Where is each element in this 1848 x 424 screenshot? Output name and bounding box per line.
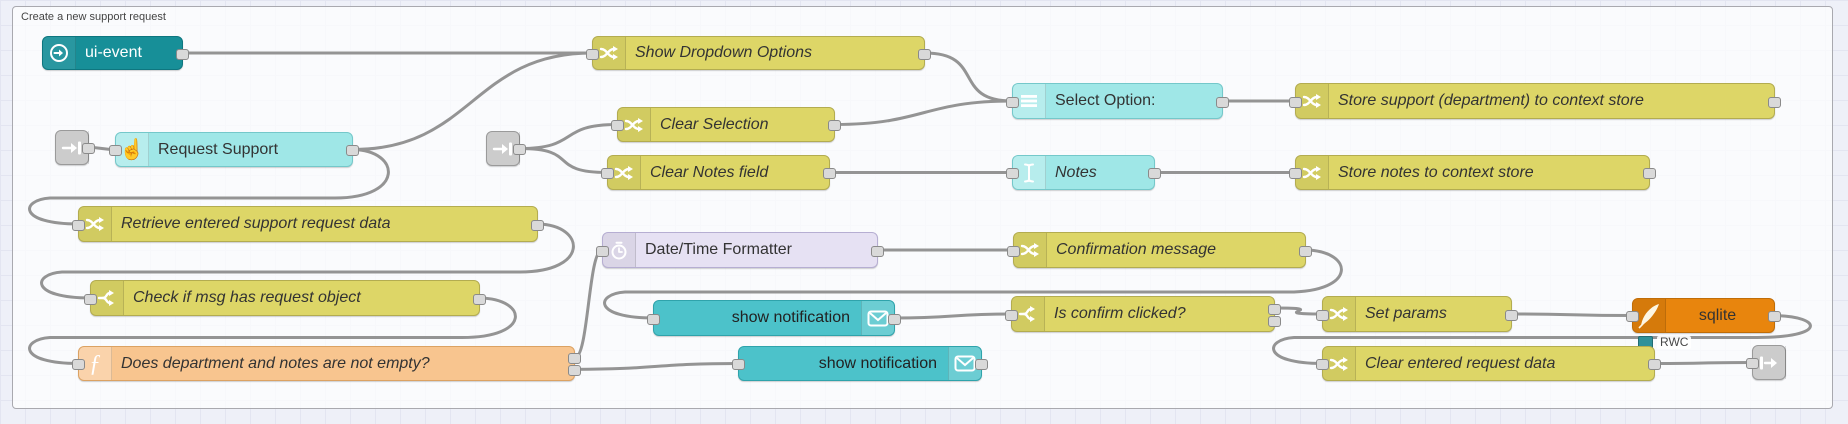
input-port[interactable] [647, 313, 660, 325]
output-port[interactable] [918, 48, 931, 60]
node-label-request-support: Request Support [158, 140, 279, 158]
output-port[interactable] [176, 48, 189, 60]
node-sqlite[interactable]: sqlite [1626, 298, 1781, 333]
node-label-select-option: Select Option: [1055, 92, 1156, 109]
status-text: RWC [1657, 336, 1692, 349]
node-clear-notes[interactable]: Clear Notes field [601, 155, 836, 190]
input-port[interactable] [586, 48, 599, 60]
output-port[interactable] [1268, 315, 1281, 327]
node-show-notif-2[interactable]: show notification [732, 346, 988, 381]
node-retrieve[interactable]: Retrieve entered support request data [72, 206, 544, 242]
node-link-in-a[interactable] [55, 130, 95, 165]
node-datetime[interactable]: Date/Time Formatter [596, 232, 884, 268]
node-confirmation[interactable]: Confirmation message [1007, 232, 1312, 268]
node-check-msg[interactable]: Check if msg has request object [84, 280, 486, 316]
node-clear-selection[interactable]: Clear Selection [611, 107, 841, 142]
input-port[interactable] [1626, 311, 1639, 322]
node-label-clear-entered: Clear entered request data [1365, 354, 1556, 372]
output-port[interactable] [975, 359, 988, 370]
node-show-dropdown[interactable]: Show Dropdown Options [586, 36, 931, 70]
input-port[interactable] [72, 219, 85, 231]
node-label-clear-selection: Clear Selection [660, 115, 769, 133]
output-port[interactable] [1299, 245, 1312, 257]
output-port[interactable] [823, 168, 836, 179]
node-label-clear-notes: Clear Notes field [650, 163, 769, 181]
input-port[interactable] [596, 245, 609, 257]
node-ui-event[interactable]: ui-event [42, 36, 189, 70]
output-port[interactable] [513, 144, 526, 155]
input-port[interactable] [601, 168, 614, 179]
input-port[interactable] [1289, 96, 1302, 108]
input-port[interactable] [732, 359, 745, 370]
node-label-show-dropdown: Show Dropdown Options [635, 44, 812, 61]
input-port[interactable] [1316, 359, 1329, 370]
node-clear-entered[interactable]: Clear entered request data [1316, 346, 1661, 381]
input-port[interactable] [84, 293, 97, 305]
output-port[interactable] [531, 219, 544, 231]
shuffle-icon [1296, 156, 1329, 189]
output-port[interactable] [568, 364, 581, 376]
link-out-icon [1753, 346, 1786, 379]
input-port[interactable] [611, 120, 624, 131]
node-notes[interactable]: Notes [1006, 155, 1161, 190]
output-port[interactable] [346, 145, 359, 156]
input-port[interactable] [1316, 309, 1329, 321]
node-label-store-support: Store support (department) to context st… [1338, 92, 1644, 109]
node-label-function: Does department and notes are not empty? [121, 354, 430, 372]
ibeam-icon [1013, 156, 1046, 189]
shuffle-icon [608, 156, 641, 189]
node-request-support[interactable]: ☝Request Support [109, 132, 359, 167]
node-label-set-params: Set params [1365, 305, 1447, 322]
node-label-ui-event: ui-event [85, 44, 142, 61]
input-port[interactable] [72, 359, 85, 370]
arrow-circle-icon [43, 37, 76, 69]
node-select-option[interactable]: Select Option: [1006, 83, 1229, 119]
input-port[interactable] [109, 145, 122, 156]
node-show-notif-1[interactable]: show notification [647, 300, 901, 336]
input-port[interactable] [1746, 358, 1759, 369]
output-port[interactable] [1148, 168, 1161, 179]
input-port[interactable] [1006, 96, 1019, 108]
node-label-sqlite: sqlite [1698, 306, 1737, 324]
node-link-out[interactable] [1746, 345, 1786, 380]
output-port[interactable] [568, 353, 581, 365]
output-port[interactable] [82, 143, 95, 154]
input-port[interactable] [1006, 168, 1019, 179]
node-label-is-confirm: Is confirm clicked? [1054, 305, 1186, 322]
node-label-show-notif-1: show notification [731, 309, 850, 326]
node-status: RWC [1638, 336, 1692, 349]
shuffle-icon [1323, 297, 1356, 331]
output-port[interactable] [1648, 359, 1661, 370]
node-label-confirmation: Confirmation message [1056, 241, 1217, 258]
output-port[interactable] [473, 293, 486, 305]
output-port[interactable] [1768, 311, 1781, 322]
output-port[interactable] [1643, 168, 1656, 179]
input-port[interactable] [1289, 168, 1302, 179]
node-link-in-b[interactable] [486, 131, 526, 166]
node-label-show-notif-2: show notification [818, 354, 937, 372]
output-port[interactable] [1505, 309, 1518, 321]
node-is-confirm[interactable]: Is confirm clicked? [1005, 296, 1281, 332]
node-store-support[interactable]: Store support (department) to context st… [1289, 83, 1781, 119]
shuffle-icon [1323, 347, 1356, 380]
output-port[interactable] [1216, 96, 1229, 108]
node-label-retrieve: Retrieve entered support request data [121, 215, 391, 232]
node-label-check-msg: Check if msg has request object [133, 289, 361, 306]
input-port[interactable] [1005, 309, 1018, 321]
input-port[interactable] [1007, 245, 1020, 257]
node-label-notes: Notes [1055, 163, 1097, 181]
output-port[interactable] [1768, 96, 1781, 108]
group-label: Create a new support request [21, 11, 166, 23]
output-port[interactable] [1268, 303, 1281, 315]
output-port[interactable] [888, 313, 901, 325]
node-store-notes[interactable]: Store notes to context store [1289, 155, 1656, 190]
output-port[interactable] [871, 245, 884, 257]
output-port[interactable] [828, 120, 841, 131]
node-label-datetime: Date/Time Formatter [645, 241, 792, 258]
node-set-params[interactable]: Set params [1316, 296, 1518, 332]
node-label-store-notes: Store notes to context store [1338, 163, 1534, 181]
